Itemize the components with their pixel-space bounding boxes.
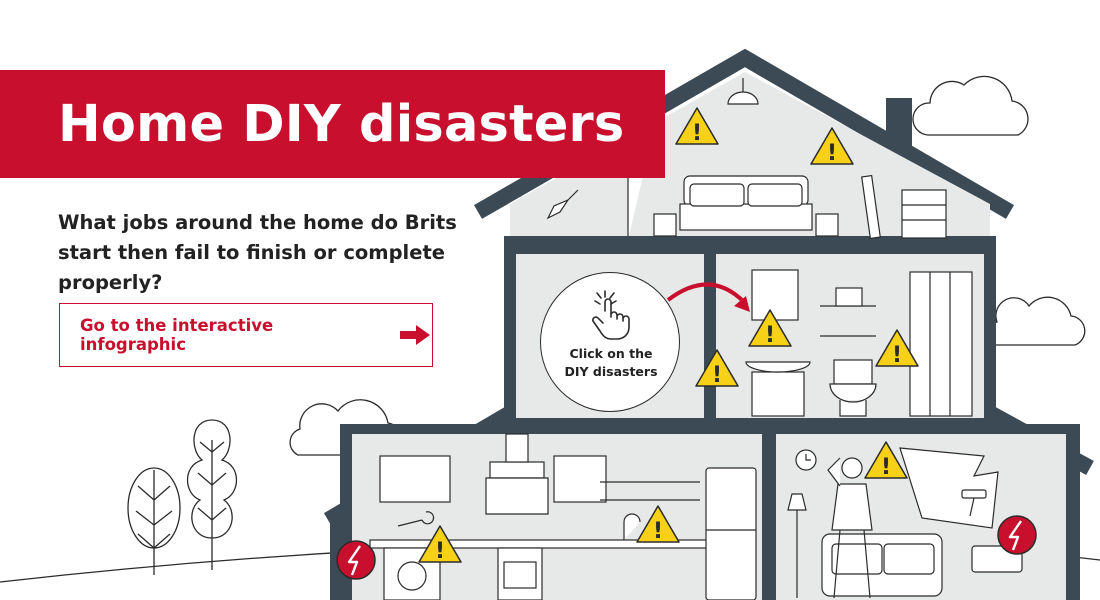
sink-cabinet — [751, 371, 805, 417]
click-hint-line-2: DIY disasters — [564, 364, 658, 379]
lamp-icon — [727, 78, 759, 105]
cloud-icon — [912, 75, 1029, 136]
warning-icon[interactable]: ! — [675, 107, 719, 146]
electrical-hazard-icon[interactable] — [336, 540, 376, 580]
tap — [623, 513, 641, 540]
toilet-cistern — [833, 359, 873, 385]
svg-text:!: ! — [881, 455, 891, 480]
sink — [745, 361, 811, 373]
svg-text:!: ! — [692, 121, 702, 146]
arrow-right-icon — [398, 324, 432, 346]
warning-icon[interactable]: ! — [864, 441, 908, 480]
warning-icon[interactable]: ! — [875, 329, 919, 368]
tree-icon — [187, 419, 237, 570]
mirror — [751, 269, 799, 321]
page-title-text: Home DIY disasters — [58, 94, 625, 154]
shower-door — [909, 271, 973, 417]
chimney — [886, 98, 912, 158]
wall-cabinet — [553, 455, 607, 503]
cloud-icon — [986, 296, 1086, 346]
warning-icon[interactable]: ! — [636, 505, 680, 544]
person — [827, 457, 873, 599]
wall-cabinet — [379, 455, 451, 503]
click-hint-line-1: Click on the — [569, 346, 653, 361]
svg-text:!: ! — [765, 323, 775, 348]
warning-icon[interactable]: ! — [418, 525, 462, 564]
bedside-table — [653, 213, 677, 237]
svg-text:!: ! — [892, 343, 902, 368]
warning-icon[interactable]: ! — [810, 127, 854, 166]
chest-of-drawers — [901, 189, 947, 239]
interactive-infographic-button[interactable]: Go to the interactive infographic — [59, 303, 433, 367]
cta-label: Go to the interactive infographic — [80, 316, 274, 354]
svg-text:!: ! — [653, 519, 663, 544]
click-hint-text: Click on the DIY disasters — [551, 345, 671, 381]
toilet — [829, 383, 877, 417]
damaged-wall — [899, 447, 999, 529]
bedside-table — [815, 213, 839, 237]
click-hint-bubble: Click on the DIY disasters — [540, 272, 680, 412]
page-subtitle: What jobs around the home do Brits start… — [58, 211, 457, 294]
wrench-icon — [397, 511, 435, 527]
page-title: Home DIY disasters — [0, 70, 665, 178]
svg-text:!: ! — [827, 141, 837, 166]
warning-icon[interactable]: ! — [695, 349, 739, 388]
electrical-hazard-icon[interactable] — [997, 515, 1037, 555]
fridge — [705, 467, 757, 600]
bed — [679, 175, 813, 231]
paint-roller — [961, 489, 987, 499]
extractor-hood — [489, 461, 545, 479]
svg-text:!: ! — [435, 539, 445, 564]
floor-lamp — [787, 493, 807, 598]
arrow-head-icon — [734, 296, 750, 312]
pointer-arrow — [666, 282, 746, 304]
warning-icon[interactable]: ! — [748, 309, 792, 348]
tree-icon — [127, 467, 181, 575]
trowel-icon — [546, 189, 579, 220]
svg-text:!: ! — [712, 363, 722, 388]
pointer-hand-icon — [589, 287, 633, 341]
